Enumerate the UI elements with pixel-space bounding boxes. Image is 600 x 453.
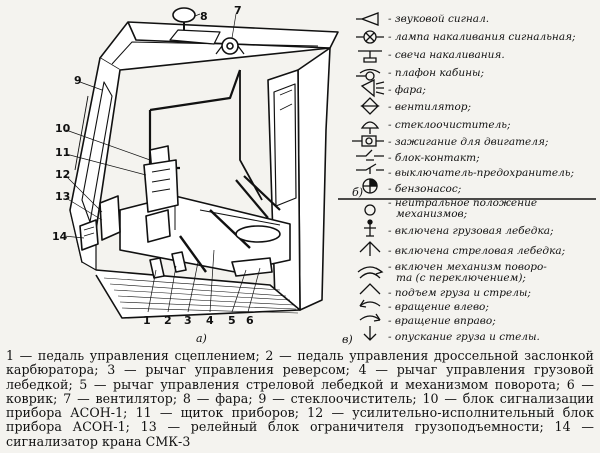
headlight-icon xyxy=(360,78,385,98)
cargo-winch-icon xyxy=(364,219,376,237)
glow-plug-icon xyxy=(358,50,382,63)
legend-b-label-1: - звуковой сигнал. xyxy=(388,13,489,25)
figure-caption: 1 — педаль управления сцеплением; 2 — пе… xyxy=(6,348,594,449)
slew-icon xyxy=(357,266,384,279)
signal-lamp-icon xyxy=(356,30,384,44)
legend-b-label-2: - лампа накаливания сигнальная; xyxy=(388,31,576,43)
legend-v-label-7: - вращение вправо; xyxy=(388,315,496,327)
callout-8: 8 xyxy=(200,10,208,23)
callout-13: 13 xyxy=(55,190,70,203)
caption-text: 1 — педаль управления сцеплением; 2 — пе… xyxy=(6,348,594,449)
lift-icon xyxy=(359,283,381,295)
legend-v-label-2: - включена грузовая лебедка; xyxy=(388,225,554,237)
callout-12: 12 xyxy=(55,168,70,181)
legend-v-label-8: - опускание груза и стелы. xyxy=(388,331,540,343)
cabin-drawing xyxy=(63,7,339,319)
cabin-callouts: 8 7 9 10 11 12 13 14 1 2 3 4 5 6 а) xyxy=(52,4,254,345)
legend-v-label-6: - вращение влево; xyxy=(388,301,489,313)
legend-b-labels: - звуковой сигнал. - лампа накаливания с… xyxy=(352,13,576,199)
legend-v-labels: - нейтральное положение механизмов; - вк… xyxy=(342,197,565,345)
cabin-diagram-figure: 8 7 9 10 11 12 13 14 1 2 3 4 5 6 а) xyxy=(52,4,596,345)
ignition-icon xyxy=(352,135,384,147)
legend-b-label-7: - стеклоочиститель; xyxy=(388,119,511,131)
wiper-icon xyxy=(360,121,380,134)
callout-10: 10 xyxy=(55,122,71,135)
boom-winch-icon xyxy=(359,241,381,256)
subfig-label-v: в) xyxy=(342,333,353,345)
legend-b-label-5: - фара; xyxy=(388,84,426,96)
legend-v-label-4b: та (с переключением); xyxy=(396,272,526,284)
callout-3: 3 xyxy=(184,314,192,327)
legend-b-label-4: - плафон кабины; xyxy=(388,67,484,79)
legend-b-label-8: - зажигание для двигателя; xyxy=(388,136,548,148)
subfig-label-b: б) xyxy=(352,186,363,199)
callout-6: 6 xyxy=(246,314,254,327)
legend-v-label-1a: - нейтральное положение xyxy=(388,197,537,209)
subfig-label-a: а) xyxy=(196,332,207,345)
callout-11: 11 xyxy=(55,146,70,159)
fan-icon xyxy=(360,97,380,115)
callout-5: 5 xyxy=(228,314,236,327)
callout-4: 4 xyxy=(206,314,214,327)
rotate-left-icon xyxy=(359,299,381,308)
callout-14: 14 xyxy=(52,230,68,243)
legend-v-label-4a: - включен механизм поворо- xyxy=(388,261,547,273)
rotate-right-icon xyxy=(359,313,381,322)
legend-v-label-1b: механизмов; xyxy=(396,208,467,220)
horn-icon xyxy=(356,12,379,26)
callout-9: 9 xyxy=(74,74,82,87)
legend-b-label-6: - вентилятор; xyxy=(388,101,471,113)
callout-1: 1 xyxy=(143,314,151,327)
breaker-icon xyxy=(356,163,384,174)
fuel-pump-icon xyxy=(362,178,378,194)
legend-b-label-3: - свеча накаливания. xyxy=(388,49,505,61)
callout-7: 7 xyxy=(234,4,242,17)
legend-v-label-3: - включена стреловая лебедка; xyxy=(388,245,565,257)
cabin-lamp-icon xyxy=(356,68,381,81)
legend-b-icons xyxy=(352,12,385,194)
callout-2: 2 xyxy=(164,314,172,327)
legend-b-label-11: - бензонасос; xyxy=(388,183,461,195)
legend-b-label-10: - выключатель-предохранитель; xyxy=(388,167,574,179)
lower-icon xyxy=(363,326,377,341)
legend-v-icons xyxy=(357,204,384,341)
legend-v-label-5: - подъем груза и стрелы; xyxy=(388,287,531,299)
contact-block-icon xyxy=(356,149,384,161)
neutral-icon xyxy=(364,204,376,216)
legend-b-label-9: - блок-контакт; xyxy=(388,152,480,164)
